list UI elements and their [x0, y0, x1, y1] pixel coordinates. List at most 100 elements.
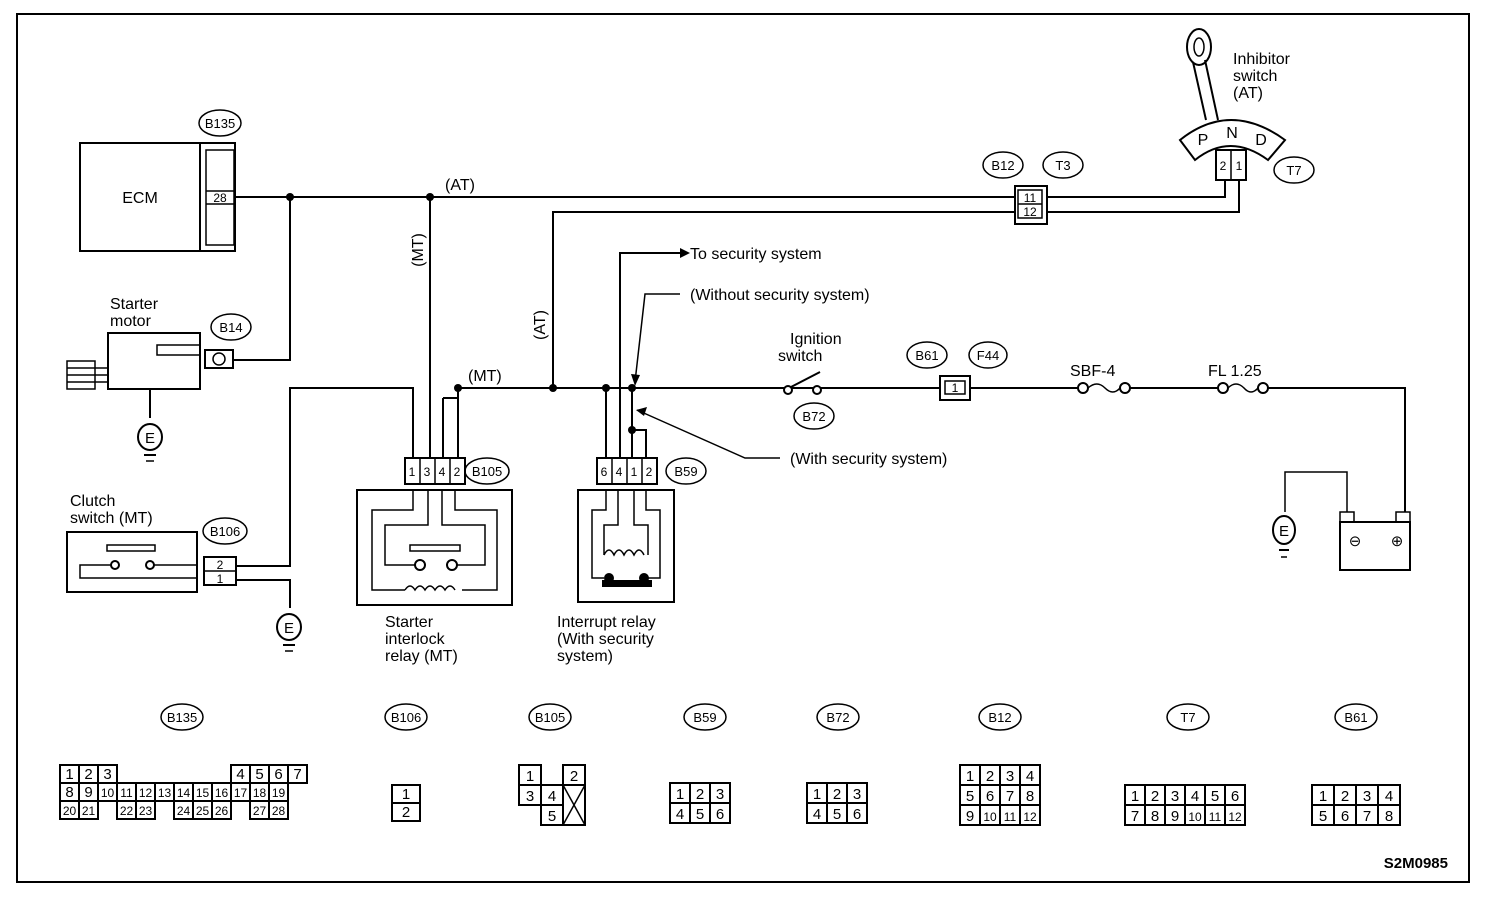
- connector-pin-number: 6: [1231, 788, 1239, 805]
- svg-text:2: 2: [646, 465, 653, 479]
- connector-pin-number: 11: [120, 786, 133, 800]
- connector-pin-cell: [135, 800, 156, 820]
- ground-symbol-clutch: E: [276, 613, 302, 652]
- connector-pin-number: 2: [833, 786, 841, 803]
- svg-text:Clutch: Clutch: [70, 493, 115, 510]
- fuse-fl-1-25: FL 1.25: [1208, 363, 1269, 394]
- connector-pin-number: 5: [696, 806, 704, 823]
- clutch-switch: Clutch switch (MT) 2 1 B106: [66, 493, 248, 593]
- connector-pin-number: 1: [402, 786, 410, 803]
- connector-pin-cell: [391, 802, 421, 822]
- connector-pin-number: 2: [84, 766, 92, 783]
- connector-pin-number: 9: [84, 784, 92, 801]
- connector-pin-number: 5: [966, 788, 974, 805]
- svg-text:1: 1: [631, 465, 638, 479]
- connector-pin-number: 8: [1385, 808, 1393, 825]
- svg-text:Starter: Starter: [385, 614, 434, 631]
- connector-pin-number: 4: [1191, 788, 1199, 805]
- ground-symbol-battery: E: [1272, 515, 1296, 558]
- svg-text:4: 4: [439, 465, 446, 479]
- svg-text:relay (MT): relay (MT): [385, 648, 458, 665]
- connector-pin-number: 1: [1131, 788, 1139, 805]
- svg-text:B72: B72: [802, 409, 825, 424]
- connector-pin-number: 7: [1131, 808, 1139, 825]
- connector-pin-number: 8: [1026, 788, 1034, 805]
- connector-pin-number: 8: [65, 784, 73, 801]
- figure-code: S2M0985: [1384, 855, 1448, 872]
- svg-text:F44: F44: [977, 348, 999, 363]
- connector-pin-number: 3: [526, 788, 534, 805]
- svg-text:B106: B106: [210, 524, 240, 539]
- connector-view-tag: B61: [1344, 710, 1367, 725]
- connector-pin-number: 3: [853, 786, 861, 803]
- connector-pin-number: 5: [1211, 788, 1219, 805]
- connector-pin-number: 1: [526, 768, 534, 785]
- svg-text:1: 1: [1236, 159, 1243, 173]
- svg-text:(With security: (With security: [557, 631, 654, 648]
- battery: ⊖ ⊕: [1339, 511, 1411, 571]
- svg-text:E: E: [284, 620, 294, 637]
- annotation-to-security: To security system: [690, 246, 822, 263]
- connector-pin-number: 6: [986, 788, 994, 805]
- connector-pin-number: 19: [272, 786, 286, 800]
- svg-text:Starter: Starter: [110, 296, 159, 313]
- connector-pin-cell: [78, 800, 99, 820]
- connector-pin-number: 5: [833, 806, 841, 823]
- connector-pin-number: 16: [215, 786, 229, 800]
- connector-pin-number: 6: [853, 806, 861, 823]
- svg-text:T3: T3: [1055, 158, 1070, 173]
- connector-pin-cell: [846, 802, 868, 824]
- connector-pin-number: 2: [570, 768, 578, 785]
- connector-pin-number: 10: [983, 810, 997, 824]
- connector-pin-number: 17: [234, 786, 248, 800]
- annotation-without-security: (Without security system): [690, 287, 870, 304]
- connector-pin-cell: [1224, 804, 1246, 826]
- svg-text:B12: B12: [991, 158, 1014, 173]
- connector-pin-number: 2: [696, 786, 704, 803]
- connector-pin-number: 8: [1151, 808, 1159, 825]
- connector-pin-number: 11: [1004, 810, 1017, 824]
- svg-text:1: 1: [952, 381, 959, 395]
- wire-label-mt-horizontal: (MT): [468, 368, 502, 385]
- connector-pin-number: 9: [1171, 808, 1179, 825]
- svg-text:switch: switch: [778, 348, 822, 365]
- connector-pin-cell: [211, 800, 232, 820]
- connector-pin-cell: [709, 802, 731, 824]
- connector-pin-number: 12: [139, 786, 153, 800]
- connector-pin-number: 21: [82, 804, 96, 818]
- connector-pin-number: 7: [293, 766, 301, 783]
- connector-pin-number: 5: [548, 808, 556, 825]
- wire-label-at-top: (AT): [445, 177, 475, 194]
- svg-text:Inhibitor: Inhibitor: [1233, 51, 1291, 68]
- connector-pin-number: 24: [177, 804, 191, 818]
- connector-pin-cell: [268, 800, 289, 820]
- svg-text:(AT): (AT): [1233, 85, 1263, 102]
- svg-text:⊖: ⊖: [1349, 533, 1362, 550]
- svg-text:E: E: [1279, 523, 1289, 540]
- connector-pin-number: 28: [272, 804, 286, 818]
- svg-text:switch (MT): switch (MT): [70, 510, 153, 527]
- connector-pin-number: 7: [1363, 808, 1371, 825]
- connector-pin-number: 2: [1341, 788, 1349, 805]
- svg-text:4: 4: [616, 465, 623, 479]
- svg-text:B14: B14: [219, 320, 242, 335]
- connector-pin-number: 14: [177, 786, 191, 800]
- svg-text:1: 1: [409, 465, 416, 479]
- interrupt-relay: 6 4 1 2 B59 Interrupt relay (With securi…: [557, 457, 707, 665]
- joint-connector-b12-t3: 11 12 B12 T3: [982, 151, 1084, 225]
- connector-pin-cell: [540, 804, 564, 826]
- ecm-component: ECM 28 B135: [79, 109, 242, 252]
- svg-text:1: 1: [217, 572, 224, 586]
- connector-pin-number: 22: [120, 804, 134, 818]
- svg-text:⊕: ⊕: [1391, 533, 1404, 550]
- connector-view-tag: B12: [988, 710, 1011, 725]
- wire-label-mt-vertical: (MT): [410, 233, 427, 267]
- svg-text:B61: B61: [915, 348, 938, 363]
- connector-pin-cell: [287, 764, 308, 784]
